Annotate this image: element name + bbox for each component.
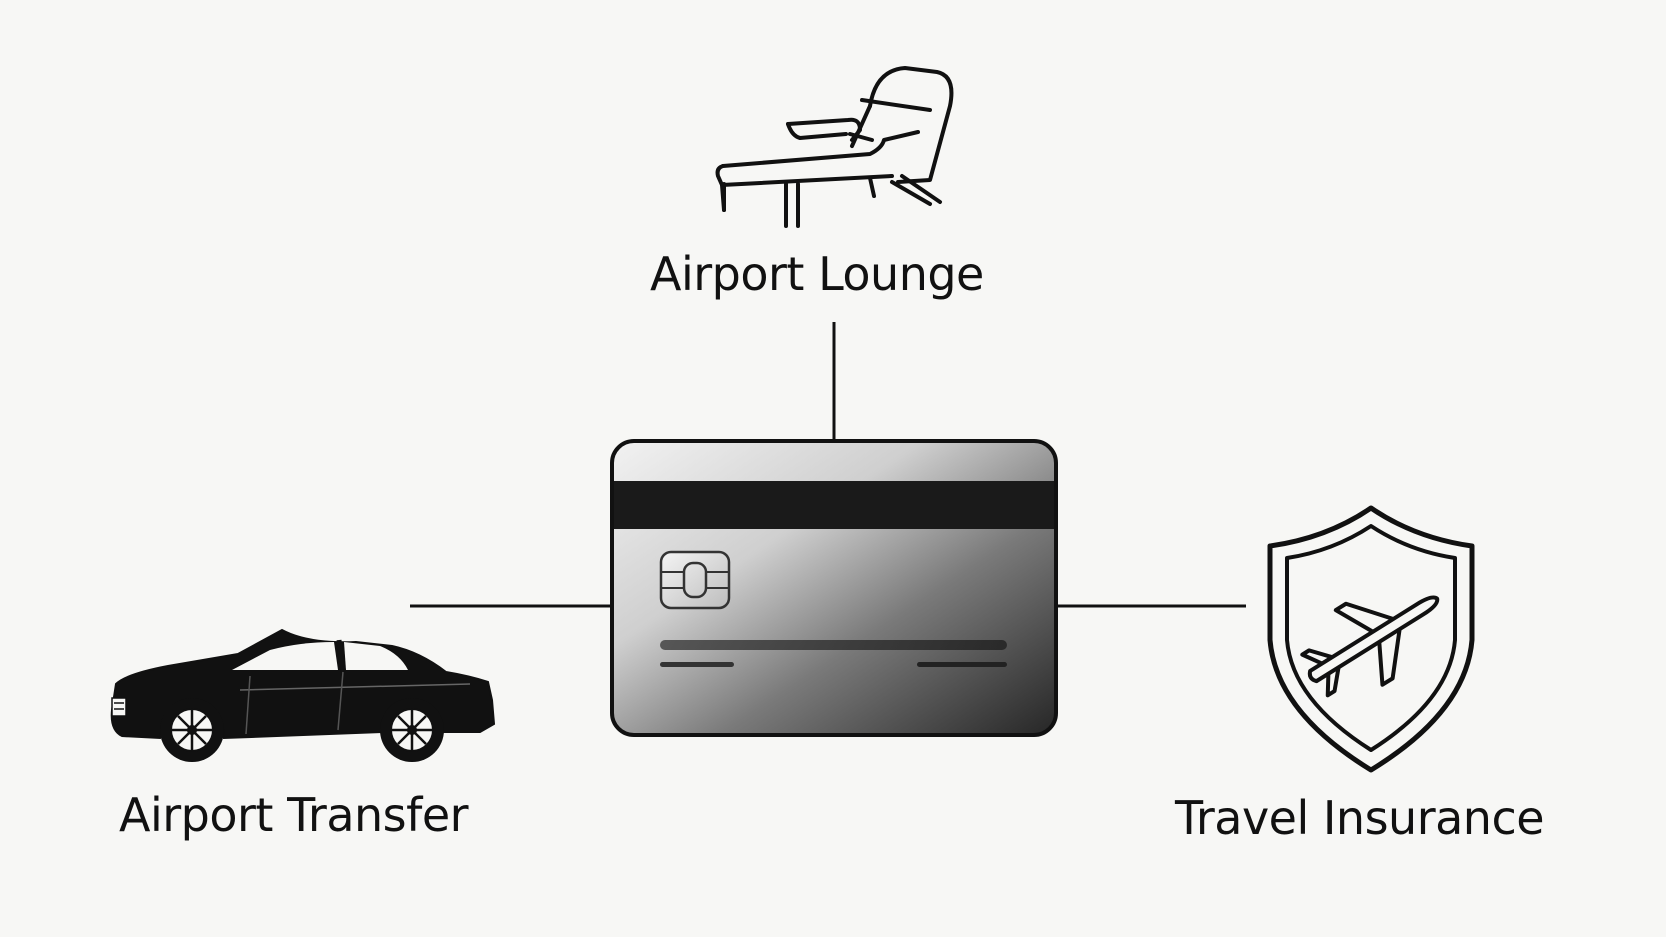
chip-icon <box>659 550 731 610</box>
credit-card-icon <box>610 439 1058 737</box>
magnetic-stripe <box>614 481 1054 529</box>
travel-insurance-label: Travel Insurance <box>1175 791 1545 845</box>
card-name-line <box>660 662 734 667</box>
card-number-line <box>660 640 1007 650</box>
car-wheel-front <box>160 698 224 762</box>
airport-transfer-label: Airport Transfer <box>119 788 469 842</box>
car-icon <box>110 628 496 762</box>
card-expiry-line <box>917 662 1007 667</box>
airport-lounge-label: Airport Lounge <box>650 247 984 301</box>
shield-plane-icon <box>1267 505 1475 773</box>
car-wheel-rear <box>380 698 444 762</box>
lounge-chair-icon <box>715 66 954 228</box>
plane-icon <box>1300 595 1440 698</box>
